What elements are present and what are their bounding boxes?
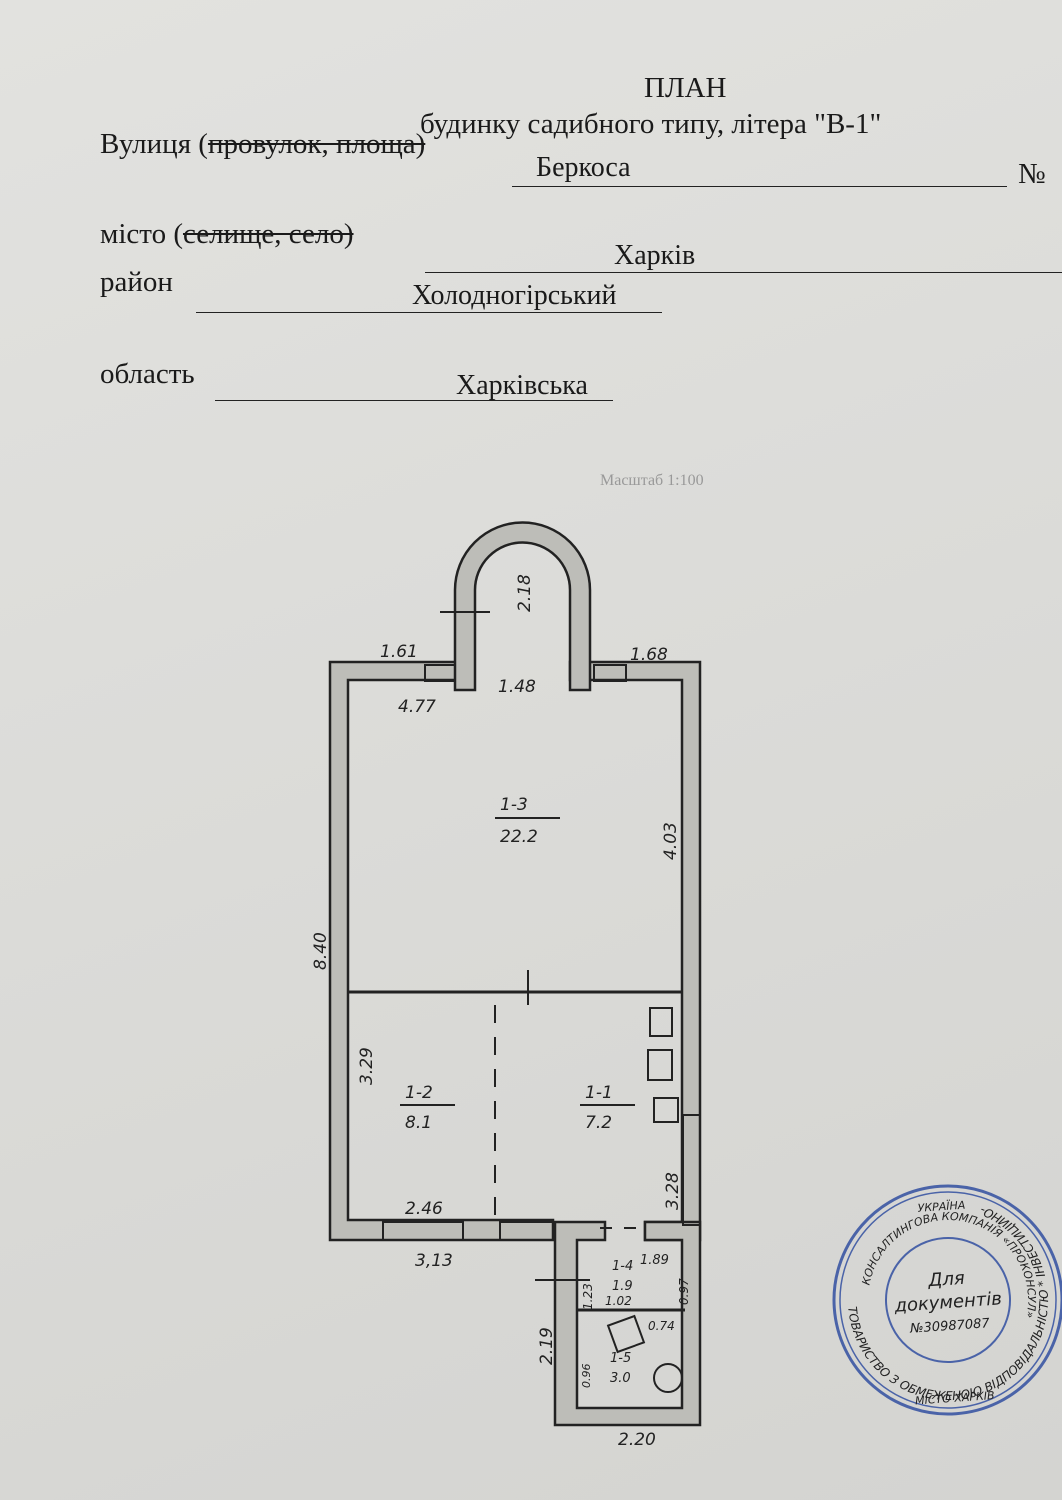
- city-struck-text: селище, село): [182, 218, 354, 250]
- dimension: 2.46: [405, 1199, 443, 1219]
- city-label: місто (селище, село): [100, 218, 354, 251]
- region-label: область: [100, 358, 195, 390]
- dimension: 1.02: [605, 1294, 632, 1308]
- toilet-icon: [653, 1363, 683, 1393]
- room-area-1-1: 7.2: [585, 1113, 612, 1133]
- window: [424, 664, 456, 682]
- window: [382, 1221, 464, 1241]
- company-stamp: ТОВАРИСТВО З ОБМЕЖЕНОЮ ВІДПОВІДАЛЬНІСТЮ …: [832, 1184, 1062, 1416]
- dimension: 3,13: [415, 1251, 453, 1271]
- district-value: Холодногірський: [412, 280, 617, 311]
- sink-icon: [647, 1049, 673, 1081]
- dimension: 1.61: [380, 642, 418, 662]
- room-id-1-1: 1-1: [585, 1083, 613, 1103]
- bathroom-walls: [553, 1220, 702, 1427]
- right-walls: [568, 660, 702, 1242]
- dimension: 4.77: [398, 697, 436, 717]
- room-id-1-4: 1-4: [612, 1259, 633, 1274]
- dimension: 1.89: [640, 1253, 669, 1268]
- street-label-text: Вулиця (: [100, 128, 208, 160]
- window: [682, 1114, 701, 1226]
- dimension: 3.29: [357, 1047, 377, 1085]
- dimension: 0.97: [677, 1278, 691, 1305]
- dimension: 1.48: [498, 677, 536, 697]
- street-struck-text: провулок, площа): [207, 128, 426, 160]
- stamp-top: УКРАЇНА: [917, 1199, 966, 1215]
- number-label: №: [1018, 158, 1046, 190]
- dimension: 8.40: [311, 932, 331, 970]
- room-area-1-3: 22.2: [500, 827, 538, 847]
- room-area-1-5: 3.0: [610, 1371, 631, 1386]
- stamp-code: №30987087: [909, 1316, 991, 1337]
- street-label: Вулиця (провулок, площа): [100, 128, 425, 161]
- main-walls: [328, 660, 555, 1242]
- stove-icon: [649, 1007, 673, 1037]
- region-value: Харківська: [456, 370, 588, 401]
- room-id-1-5: 1-5: [610, 1351, 631, 1366]
- room-area-1-4: 1.9: [612, 1279, 633, 1294]
- city-label-text: місто (: [100, 218, 183, 250]
- dimension: 1.68: [630, 645, 668, 665]
- district-line: [196, 312, 662, 313]
- stamp-center-1: Для: [927, 1268, 966, 1292]
- window: [593, 664, 627, 682]
- dimension: 3.28: [663, 1172, 683, 1210]
- stamp-center-2: документів: [893, 1288, 1003, 1317]
- dimension: 2.20: [618, 1430, 656, 1450]
- dimension: 0.96: [580, 1364, 593, 1389]
- city-line: [425, 272, 1062, 273]
- dimension: 1.23: [581, 1283, 595, 1310]
- dimension: 2.18: [515, 574, 535, 612]
- street-value: Беркоса: [536, 152, 631, 183]
- shower-icon: [606, 1314, 646, 1354]
- stamp-bottom: МІСТО ХАРКІВ: [915, 1389, 995, 1408]
- scale-label: Масштаб 1:100: [600, 472, 704, 489]
- document-title: ПЛАН: [644, 72, 727, 104]
- room-id-1-2: 1-2: [405, 1083, 433, 1103]
- room-area-1-2: 8.1: [405, 1113, 432, 1133]
- arch-wall: [453, 521, 592, 692]
- document-subtitle: будинку садибного типу, літера "В-1": [420, 108, 882, 140]
- room-id-1-3: 1-3: [500, 795, 528, 815]
- street-line: [512, 186, 1007, 187]
- dimension: 0.74: [648, 1319, 675, 1333]
- dimension: 2.19: [537, 1327, 557, 1365]
- window: [499, 1221, 556, 1241]
- district-label: район: [100, 266, 173, 298]
- dimension: 4.03: [661, 822, 681, 860]
- region-line: [215, 400, 613, 401]
- city-value: Харків: [614, 240, 696, 271]
- counter-icon: [653, 1097, 679, 1123]
